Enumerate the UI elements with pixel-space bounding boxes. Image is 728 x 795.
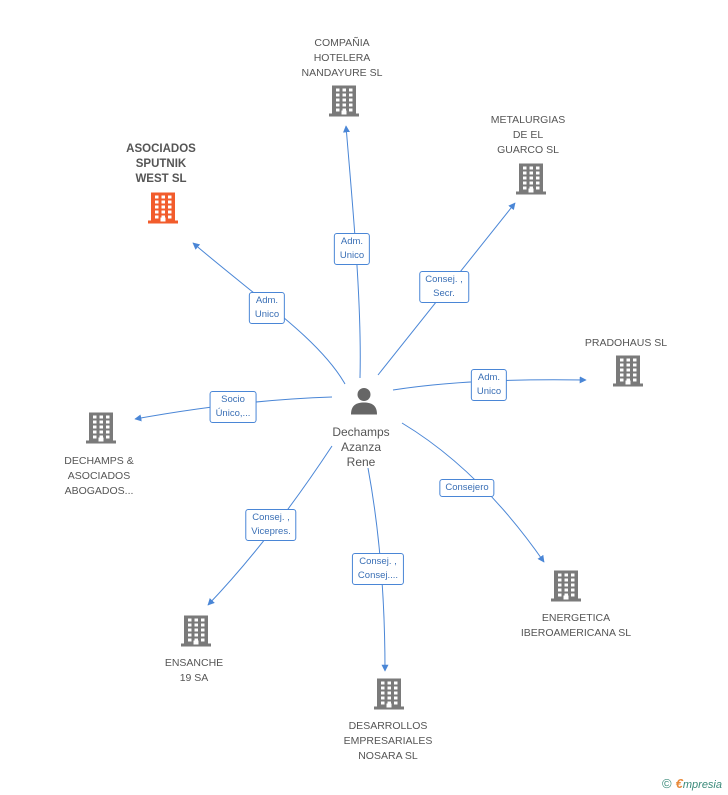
relation-label-ensanche: Consej. , Vicepres. [245,509,297,541]
person-name[interactable]: Dechamps Azanza Rene [332,425,390,469]
company-label-asociados[interactable]: ASOCIADOS SPUTNIK WEST SL [126,143,196,185]
building-icon[interactable] [516,162,546,201]
relation-label-metalurgias: Consej. , Secr. [419,271,469,303]
relation-label-compania: Adm. Unico [333,233,371,265]
relation-label-dechamps: Socio Único,... [209,391,257,423]
company-label-ensanche[interactable]: ENSANCHE 19 SA [164,657,224,684]
relation-label-asociados: Adm. Unico [248,292,286,324]
brand-name: mpresia [682,779,722,791]
building-icon[interactable] [181,614,211,653]
building-icon[interactable] [374,677,404,716]
brand-logo-mark: € [675,776,683,791]
building-icon[interactable] [329,84,359,123]
building-icon[interactable] [551,569,581,608]
relation-label-desarrollos: Consej. , Consej.... [351,553,405,585]
relation-label-pradohaus: Adm. Unico [470,369,508,401]
company-label-compania[interactable]: COMPAÑIA HOTELERA NANDAYURE SL [301,37,383,79]
company-label-desarrollos[interactable]: DESARROLLOS EMPRESARIALES NOSARA SL [343,720,433,762]
person-icon[interactable] [350,387,378,420]
company-label-metalurgias[interactable]: METALURGIAS DE EL GUARCO SL [490,114,566,156]
relation-label-energetica: Consejero [439,479,495,497]
watermark: ©€mpresia [662,776,722,791]
copyright-symbol: © [662,776,672,791]
company-label-dechamps[interactable]: DECHAMPS & ASOCIADOS ABOGADOS... [64,455,134,497]
building-icon[interactable] [613,354,643,393]
company-label-energetica[interactable]: ENERGETICA IBEROAMERICANA SL [520,612,632,639]
company-label-pradohaus[interactable]: PRADOHAUS SL [584,337,668,349]
building-icon[interactable] [148,191,178,230]
building-icon[interactable] [86,411,116,450]
